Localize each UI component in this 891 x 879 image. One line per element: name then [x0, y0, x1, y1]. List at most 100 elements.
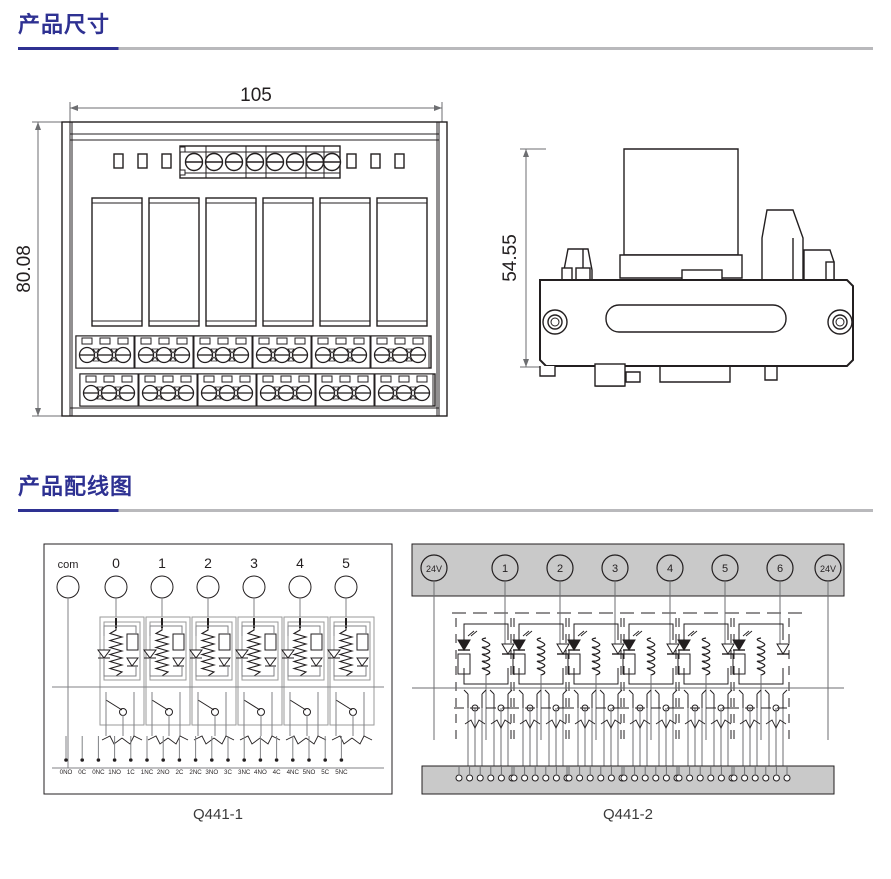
coil — [338, 626, 354, 677]
led-indicator — [457, 639, 471, 651]
contact-hook-b — [536, 689, 542, 695]
contact-arms — [467, 694, 483, 708]
bottom-terminal[interactable] — [455, 774, 463, 782]
terminal-marker — [350, 386, 358, 392]
bottom-terminal[interactable] — [686, 774, 694, 782]
contact-hook-a — [738, 689, 744, 695]
channel-wire-bottom — [241, 658, 275, 677]
flyback-diode — [721, 643, 735, 655]
terminal-slot — [235, 337, 247, 345]
channel-bridge-top — [463, 623, 509, 640]
led-emission-arrows — [742, 630, 753, 637]
bottom-terminal[interactable] — [552, 774, 560, 782]
flyback-diode — [556, 643, 570, 655]
channel-wire-top — [149, 625, 183, 636]
bottom-terminal[interactable] — [531, 774, 539, 782]
terminal-marker — [287, 356, 295, 362]
header-label-5-5: 5 — [722, 563, 728, 575]
terminal-slot — [298, 375, 310, 383]
terminal-slot — [140, 337, 152, 345]
output-label-3C: 3C — [224, 769, 232, 776]
relay-module — [148, 197, 200, 327]
bottom-terminal[interactable] — [620, 774, 628, 782]
resistor — [126, 633, 139, 651]
surge-element — [655, 719, 677, 730]
surge-element — [574, 719, 596, 730]
led-emission-arrows — [577, 630, 588, 637]
surge-element — [684, 719, 706, 730]
terminal-marker — [328, 348, 336, 354]
bottom-terminal[interactable] — [521, 774, 529, 782]
bottom-terminal[interactable] — [586, 774, 594, 782]
bottom-terminal[interactable] — [751, 774, 759, 782]
bottom-terminal[interactable] — [772, 774, 780, 782]
header-label-2-2: 2 — [557, 563, 563, 575]
bottom-terminal[interactable] — [675, 774, 683, 782]
bottom-terminal[interactable] — [631, 774, 639, 782]
bottom-terminal[interactable] — [707, 774, 715, 782]
bottom-terminal[interactable] — [717, 774, 725, 782]
housing-inner-edge — [69, 121, 440, 417]
terminal-slot — [294, 337, 306, 345]
terminal-slot — [203, 375, 215, 383]
terminal-marker — [151, 356, 159, 362]
bottom-terminal[interactable] — [607, 774, 615, 782]
terminal-slot — [339, 375, 351, 383]
bottom-terminal[interactable] — [696, 774, 704, 782]
flyback-diode — [218, 657, 231, 667]
bottom-terminal[interactable] — [487, 774, 495, 782]
bottom-terminal[interactable] — [476, 774, 484, 782]
coil — [246, 626, 262, 677]
bottom-terminal[interactable] — [466, 774, 474, 782]
terminal-slot — [416, 375, 428, 383]
output-label-3NC: 3NC — [238, 769, 251, 776]
relay-coil — [701, 637, 711, 676]
bottom-terminal[interactable] — [510, 774, 518, 782]
surge-element — [121, 735, 143, 745]
bottom-terminal[interactable] — [662, 774, 670, 782]
terminal-marker — [387, 356, 395, 362]
terminal-marker — [96, 386, 104, 392]
bottom-terminal[interactable] — [497, 774, 505, 782]
led-emission-arrows — [522, 630, 533, 637]
surge-element — [739, 719, 761, 730]
contact-hook-b — [782, 689, 788, 695]
bottom-terminal-row-1 — [75, 335, 432, 369]
bottom-terminal[interactable] — [783, 774, 791, 782]
bottom-terminal[interactable] — [565, 774, 573, 782]
relay-coil — [646, 637, 656, 676]
surge-element — [101, 735, 123, 745]
bottom-terminal[interactable] — [542, 774, 550, 782]
output-terminal-dot — [307, 758, 311, 762]
resistor — [732, 653, 746, 675]
channel-wire-bottom — [195, 658, 229, 677]
terminal-slot — [376, 337, 388, 345]
bottom-terminal[interactable] — [741, 774, 749, 782]
led-indicator — [97, 649, 111, 659]
channel-frame — [191, 616, 237, 726]
output-label-1NC: 1NC — [141, 769, 154, 776]
bottom-terminal[interactable] — [730, 774, 738, 782]
input-label-com: com — [58, 559, 79, 571]
flyback-diode — [356, 657, 369, 667]
output-terminal-dot — [80, 758, 84, 762]
terminal-marker — [287, 348, 295, 354]
coil — [154, 626, 170, 677]
bottom-terminal[interactable] — [652, 774, 660, 782]
contact-arms — [493, 694, 509, 708]
channel-bridge-top — [573, 623, 619, 640]
bottom-terminal[interactable] — [576, 774, 584, 782]
terminal-marker — [346, 348, 354, 354]
bottom-terminal[interactable] — [762, 774, 770, 782]
terminal-marker — [391, 386, 399, 392]
contact-arms — [522, 694, 538, 708]
bottom-terminal[interactable] — [597, 774, 605, 782]
terminal-marker — [328, 356, 336, 362]
output-label-4NC: 4NC — [287, 769, 300, 776]
relay-coil — [481, 637, 491, 676]
bottom-terminal[interactable] — [641, 774, 649, 782]
terminal-marker — [291, 394, 299, 400]
flyback-diode — [310, 657, 323, 667]
width-dimension-value: 105 — [240, 85, 272, 106]
coil — [292, 626, 308, 677]
